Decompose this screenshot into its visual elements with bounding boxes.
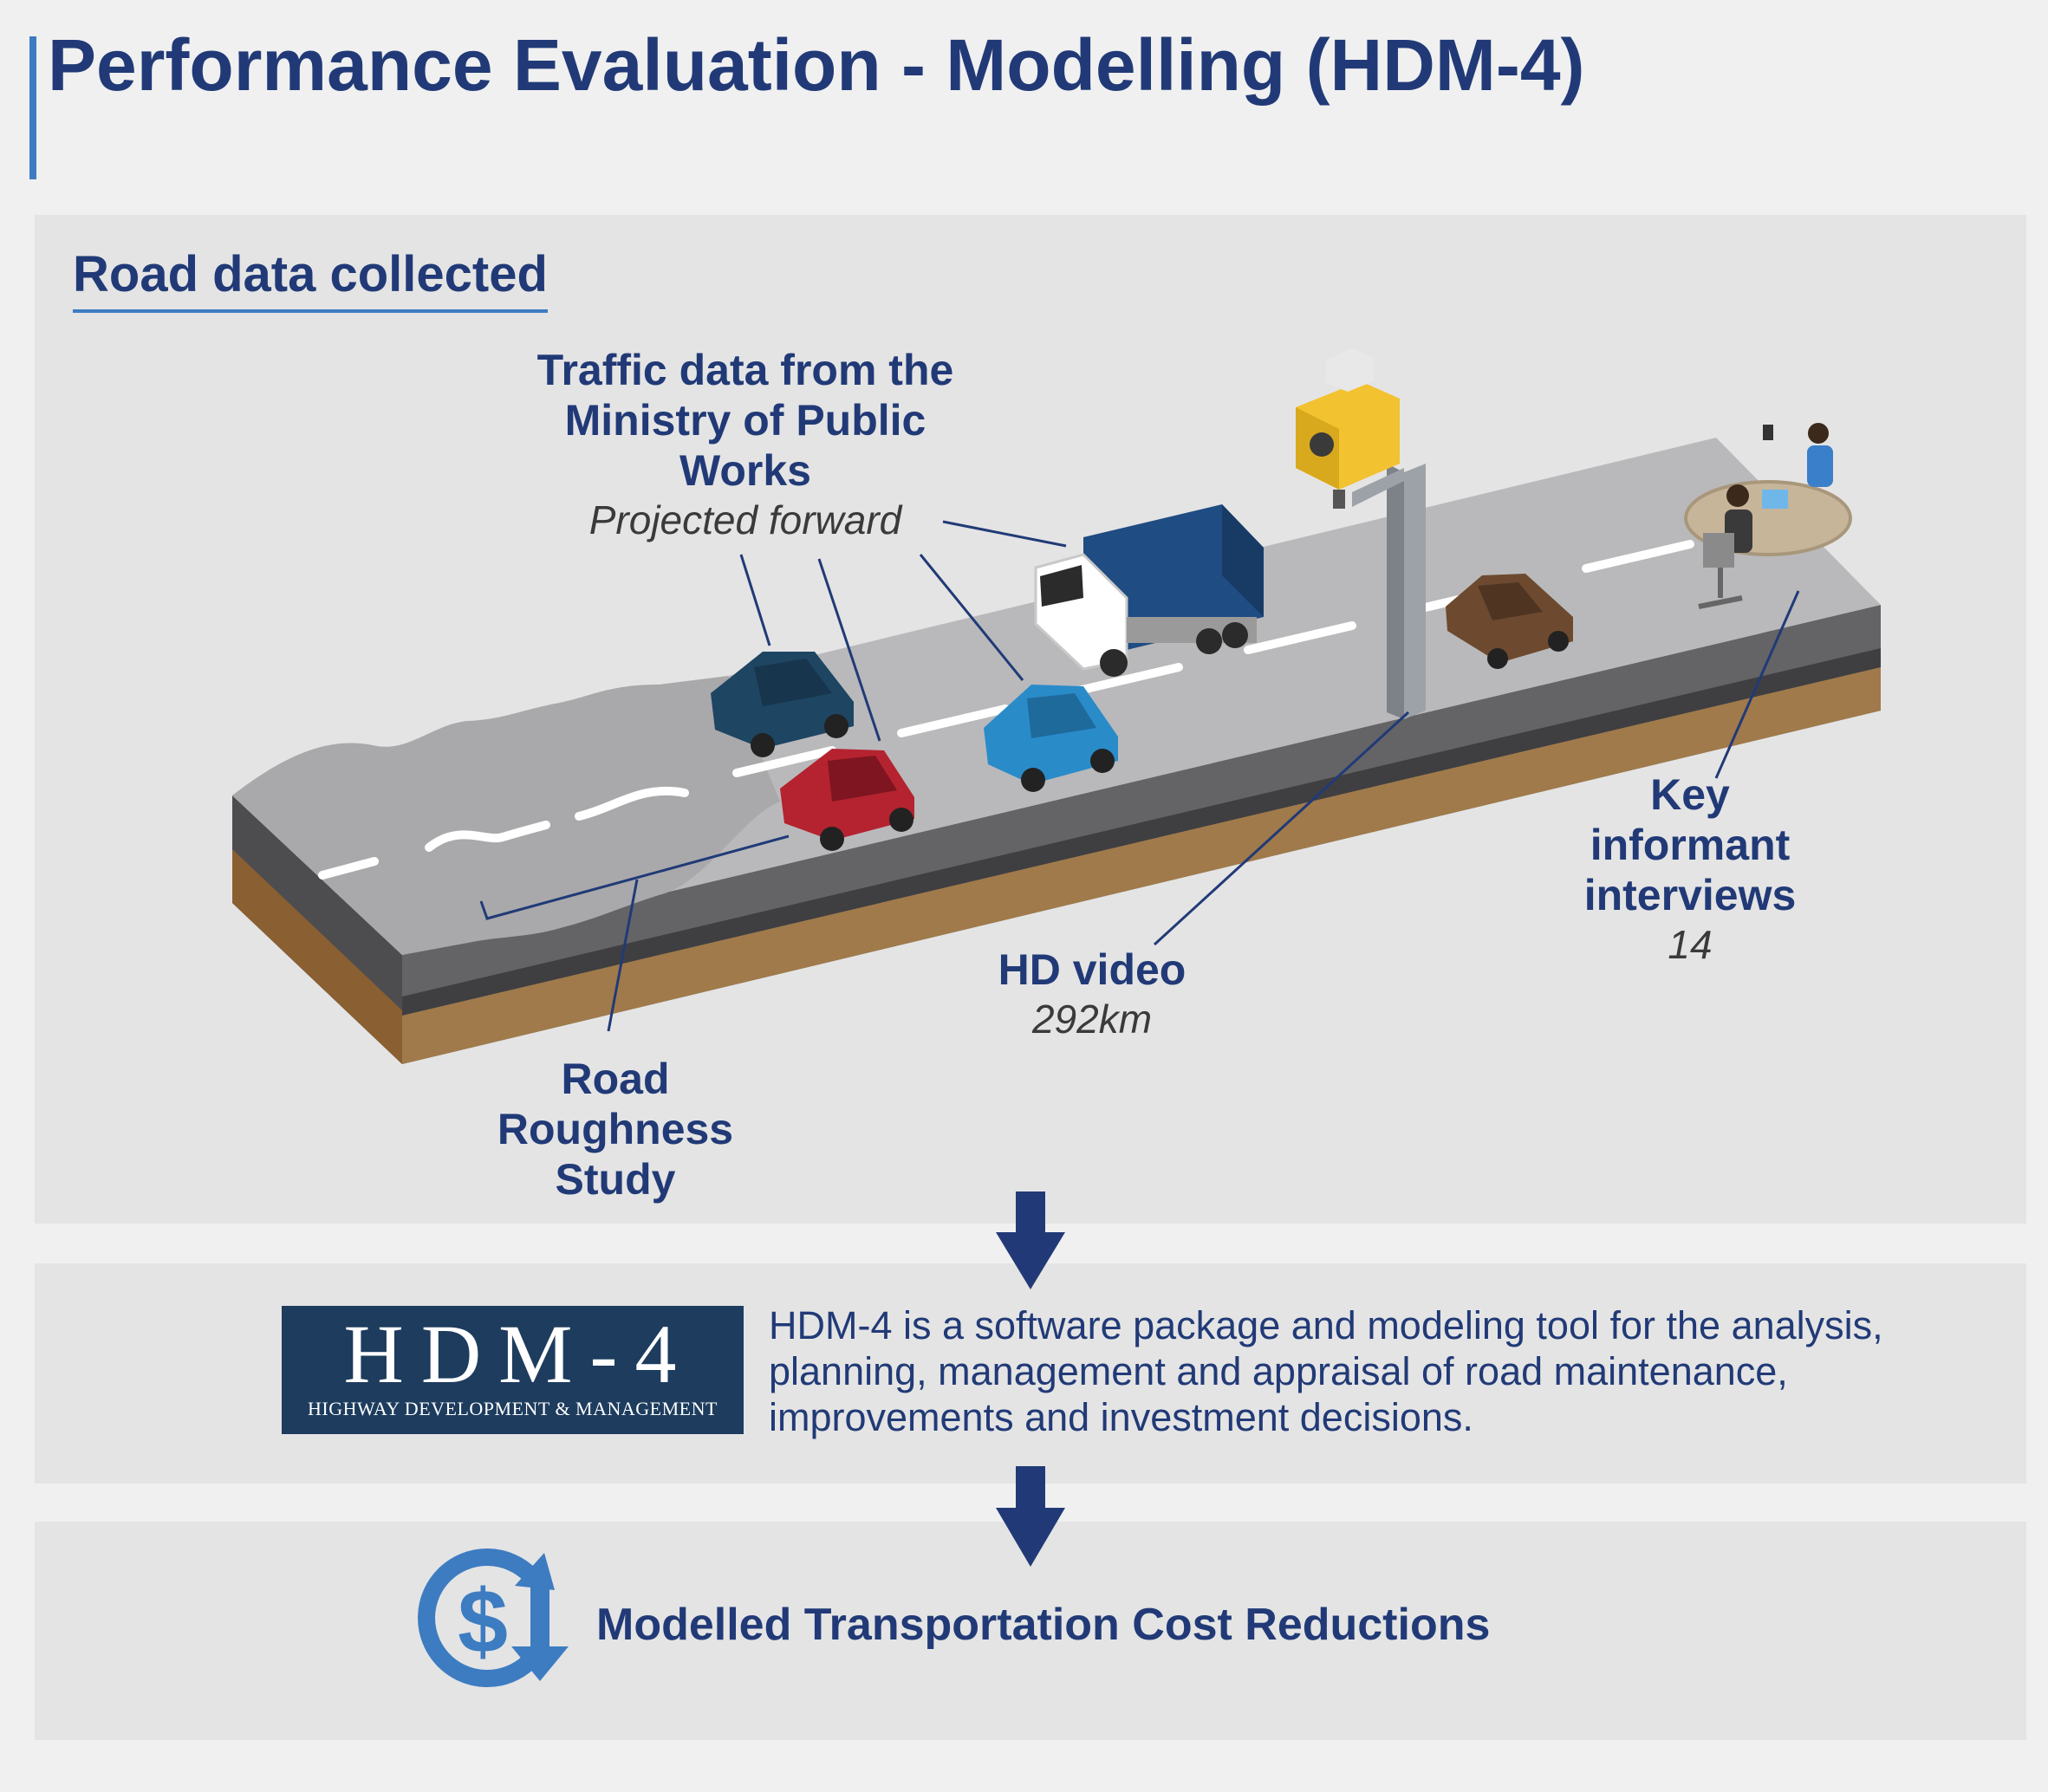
car-icon-brown — [1446, 574, 1573, 669]
hd-video-callout: HD video 292km — [936, 945, 1248, 1043]
truck-icon — [1034, 504, 1264, 677]
svg-text:$: $ — [458, 1572, 508, 1672]
traffic-camera-icon — [1296, 348, 1426, 719]
traffic-data-title: Traffic data from the Ministry of Public… — [536, 346, 954, 495]
hdm4-description: HDM-4 is a software package and modeling… — [769, 1303, 1883, 1439]
rough-road-section — [232, 676, 780, 955]
cost-reductions-label: Modelled Transportation Cost Reductions — [596, 1600, 1491, 1650]
dollar-down-icon: $ — [418, 1549, 569, 1687]
hdm4-logo-main: HDM-4 — [343, 1308, 694, 1400]
page-title: Performance Evaluation - Modelling (HDM-… — [48, 28, 1585, 102]
roughness-title: Road Roughness Study — [497, 1055, 734, 1204]
roughness-callout: Road Roughness Study — [468, 1054, 763, 1204]
page-title-text: Performance Evaluation - Modelling (HDM-… — [48, 24, 1585, 106]
interviews-sub: 14 — [1668, 922, 1713, 967]
hdm4-logo: HDM-4 HIGHWAY DEVELOPMENT & MANAGEMENT — [282, 1306, 744, 1434]
interviews-callout: Key informant interviews 14 — [1564, 769, 1816, 969]
down-arrow-icon — [996, 1191, 1065, 1289]
hd-video-sub: 292km — [1031, 997, 1153, 1042]
interview-table-icon — [1684, 423, 1852, 609]
hd-video-title: HD video — [998, 945, 1187, 994]
road-left-soil — [232, 849, 402, 1064]
hdm4-logo-sub: HIGHWAY DEVELOPMENT & MANAGEMENT — [308, 1398, 718, 1419]
lane-markings — [318, 540, 1694, 880]
traffic-data-sub: Projected forward — [588, 497, 902, 542]
down-arrow-icon-2 — [996, 1466, 1065, 1567]
leader-lines — [479, 520, 1800, 1032]
title-accent-bar — [29, 36, 36, 179]
road-soil — [402, 667, 1881, 1064]
section-heading: Road data collected — [73, 245, 548, 313]
traffic-data-callout: Traffic data from the Ministry of Public… — [520, 345, 971, 544]
road-front-stripe — [402, 648, 1881, 1016]
car-icon-light-blue — [984, 685, 1118, 792]
interviews-title: Key informant interviews — [1583, 770, 1797, 919]
car-icon-red — [780, 749, 914, 851]
car-icon-dark-blue — [711, 652, 854, 757]
